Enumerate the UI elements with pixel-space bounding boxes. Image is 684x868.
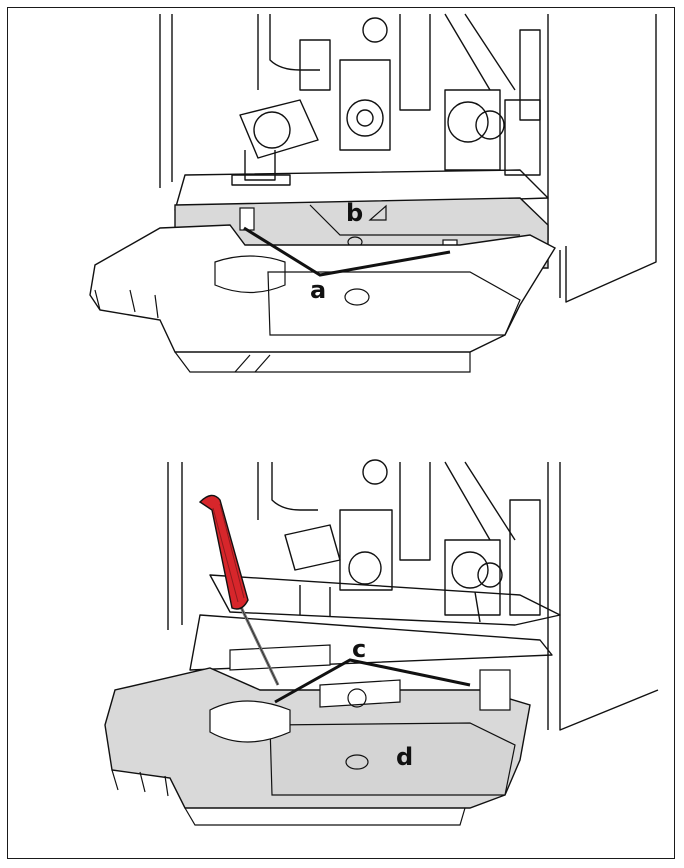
figure-frame	[7, 7, 675, 859]
callout-b: b	[346, 199, 364, 227]
callout-c: c	[352, 635, 367, 663]
leader-line-a	[243, 226, 451, 277]
tray-a-shape	[89, 224, 556, 353]
boiler-top-illustration	[89, 13, 657, 373]
callout-a: a	[310, 276, 327, 304]
leader-line-c	[274, 658, 471, 704]
screwdriver-icon	[198, 494, 280, 686]
boiler-bottom-illustration	[104, 459, 659, 826]
clip-left	[239, 207, 255, 231]
figure-bottom: c d	[0, 440, 684, 840]
callout-d: d	[396, 743, 414, 771]
warning-triangle-icon	[368, 204, 387, 221]
figure-top: a b	[0, 0, 684, 390]
